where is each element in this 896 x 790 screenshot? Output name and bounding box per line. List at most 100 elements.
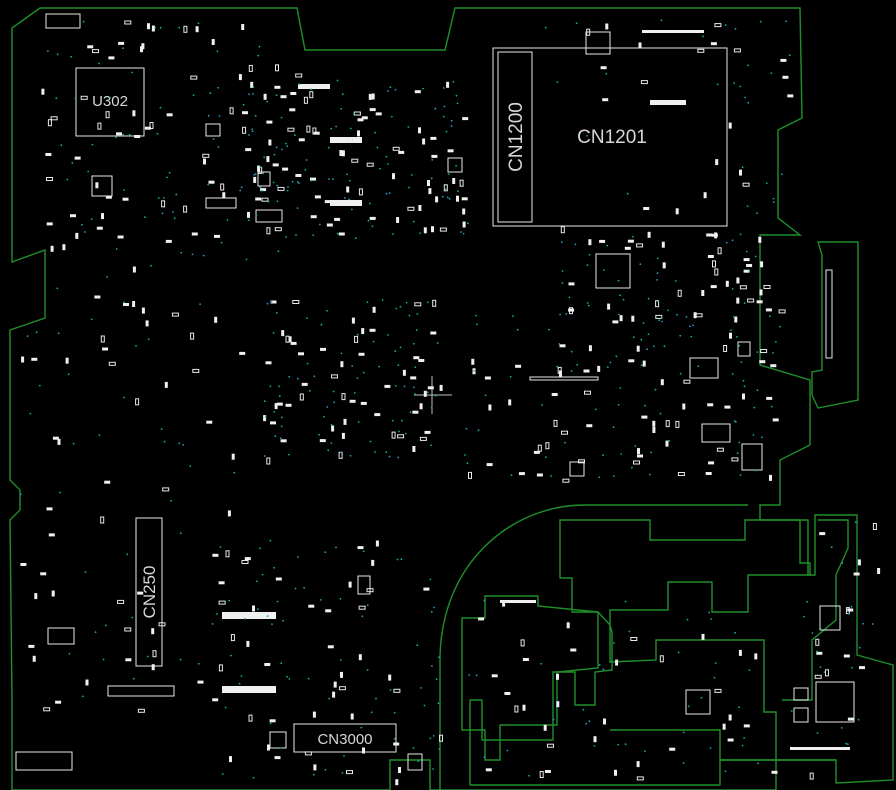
smd-pad [362, 747, 365, 754]
smd-pad [599, 239, 606, 243]
via [738, 344, 741, 347]
via [399, 346, 402, 349]
via [278, 385, 280, 388]
via [558, 343, 561, 345]
via [484, 394, 487, 397]
smd-pad [375, 112, 382, 116]
via [612, 426, 615, 429]
via [731, 288, 734, 290]
via [306, 362, 309, 365]
via [132, 677, 135, 680]
via [261, 189, 263, 192]
via [476, 323, 478, 326]
via [442, 115, 445, 118]
right-fpc-connector [825, 269, 833, 359]
via [310, 179, 313, 182]
via [644, 404, 646, 407]
via [219, 546, 222, 548]
smd-pad [561, 430, 568, 435]
via [613, 475, 615, 477]
smd-pad [358, 188, 363, 196]
via [376, 146, 379, 149]
via [409, 411, 412, 414]
smd-pad [92, 49, 99, 54]
via [788, 54, 791, 57]
via [442, 87, 445, 89]
via [319, 223, 321, 226]
via [690, 335, 693, 338]
via [605, 72, 608, 75]
via [94, 631, 97, 634]
smd-pad [431, 154, 438, 158]
via [259, 166, 262, 169]
via [639, 263, 642, 266]
via [676, 313, 678, 316]
smd-pad [484, 376, 491, 380]
via [307, 677, 310, 680]
via [324, 551, 327, 554]
smd-pad [743, 258, 750, 262]
via [403, 385, 406, 388]
via [429, 737, 432, 740]
via [632, 235, 634, 238]
via [228, 599, 231, 602]
via [845, 742, 847, 745]
via [340, 451, 342, 454]
smd-pad [640, 80, 648, 85]
via [242, 103, 245, 106]
smd-pad [338, 232, 345, 236]
via [259, 186, 262, 189]
via [202, 254, 205, 257]
smd-pad [191, 232, 198, 236]
via [390, 115, 393, 118]
smd-pad [602, 98, 609, 102]
via [452, 81, 455, 83]
board-right-strip [782, 519, 849, 701]
smd-pad [398, 150, 405, 154]
via [218, 115, 221, 117]
via [392, 233, 394, 235]
cn250-label: CN250 [140, 566, 159, 619]
via [398, 430, 400, 433]
smd-pad [714, 232, 718, 239]
via [654, 388, 657, 391]
via [326, 309, 328, 312]
via [736, 452, 739, 455]
smd-pad [231, 453, 235, 460]
via [841, 562, 844, 565]
smd-pad [222, 192, 226, 199]
smd-pad [145, 320, 149, 327]
via [444, 188, 447, 191]
via [640, 364, 643, 367]
smd-pad [443, 184, 448, 192]
via [473, 370, 475, 372]
ic-corner-square [815, 681, 855, 723]
via [197, 662, 200, 665]
via [147, 338, 150, 340]
via [189, 465, 192, 467]
smd-pad [260, 188, 267, 192]
smd-pad [225, 550, 230, 558]
smd-pad [314, 195, 321, 199]
via [266, 615, 269, 617]
via [682, 731, 685, 734]
smd-pad [703, 192, 707, 199]
smd-pad [396, 217, 400, 223]
smd-pad [660, 379, 664, 386]
via [172, 211, 174, 213]
via [851, 666, 853, 669]
smd-pad [763, 285, 771, 289]
smd-pad [270, 421, 276, 425]
via [850, 605, 853, 608]
via [647, 333, 650, 336]
via [240, 675, 243, 677]
via [689, 325, 691, 328]
smd-pad [341, 393, 346, 401]
via [552, 718, 555, 721]
via [295, 234, 297, 236]
strip-lower-2 [222, 686, 276, 693]
smd-pad [80, 95, 88, 100]
smd-pad [714, 23, 722, 28]
smd-pad [104, 480, 111, 484]
via [66, 178, 69, 181]
